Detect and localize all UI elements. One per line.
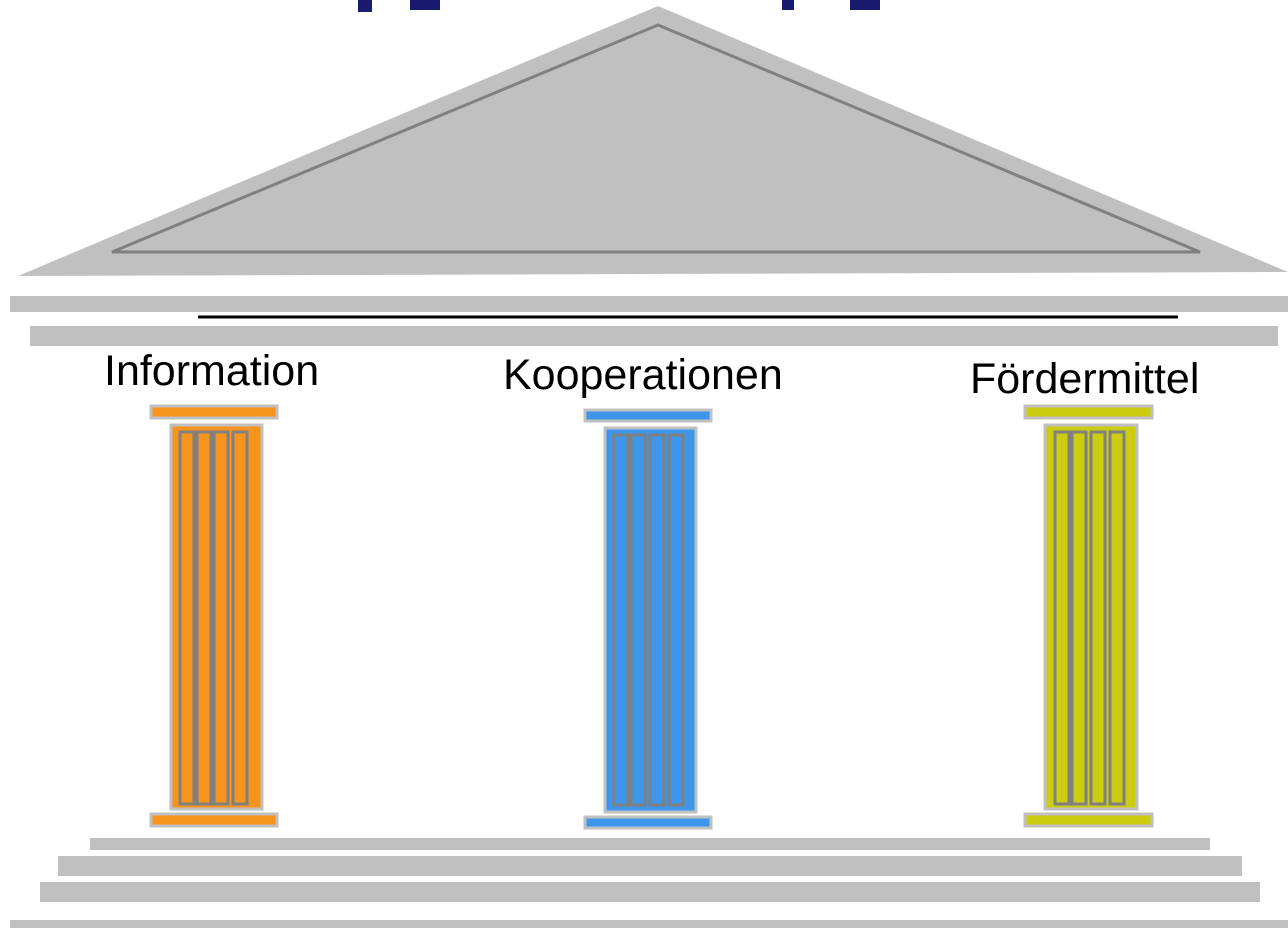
pillar-kooperationen-capital: [583, 408, 713, 423]
entablature-beam-top: [10, 296, 1288, 312]
base-step-2: [58, 856, 1242, 876]
pillar-information-flute-1: [178, 430, 196, 806]
roof-inner-outline: [111, 23, 1201, 254]
pillar-information-flute-3: [212, 430, 230, 806]
pillar-information-flute-2: [195, 430, 213, 806]
base-step-1: [90, 838, 1210, 850]
pillar-kooperationen-base: [583, 815, 713, 830]
base-step-3: [40, 882, 1260, 902]
pillar-foerdermittel-flute-4: [1108, 430, 1126, 806]
pillar-foerdermittel-capital: [1023, 404, 1154, 420]
entablature-beam-lower: [30, 326, 1278, 346]
roof-pediment: [18, 6, 1288, 276]
title-fragment-3: [782, 0, 794, 10]
pillar-kooperationen-flute-3: [648, 433, 666, 807]
base-step-4: [10, 920, 1288, 928]
pillar-foerdermittel-flute-3: [1089, 430, 1107, 806]
pillar-kooperationen-flute-2: [629, 433, 647, 807]
pillar-information-capital: [149, 404, 279, 420]
pillar-information: [149, 404, 279, 828]
pillar-kooperationen-flute-1: [612, 433, 630, 807]
pillar-foerdermittel-flute-2: [1070, 430, 1088, 806]
pillar-kooperationen: [583, 408, 713, 830]
pillar-foerdermittel: [1023, 404, 1154, 828]
pillar-label-foerdermittel: Fördermittel: [970, 355, 1200, 403]
pillar-foerdermittel-flute-1: [1053, 430, 1071, 806]
pillar-label-information: Information: [104, 347, 320, 395]
pillar-information-flute-4: [231, 430, 249, 806]
pillar-foerdermittel-base: [1023, 812, 1154, 828]
pillar-label-kooperationen: Kooperationen: [503, 351, 783, 399]
pillar-information-base: [149, 812, 279, 828]
title-fragment-2: [410, 0, 440, 10]
pillar-kooperationen-flute-4: [667, 433, 685, 807]
title-fragment-4: [850, 0, 880, 10]
title-fragment-1: [358, 0, 372, 12]
